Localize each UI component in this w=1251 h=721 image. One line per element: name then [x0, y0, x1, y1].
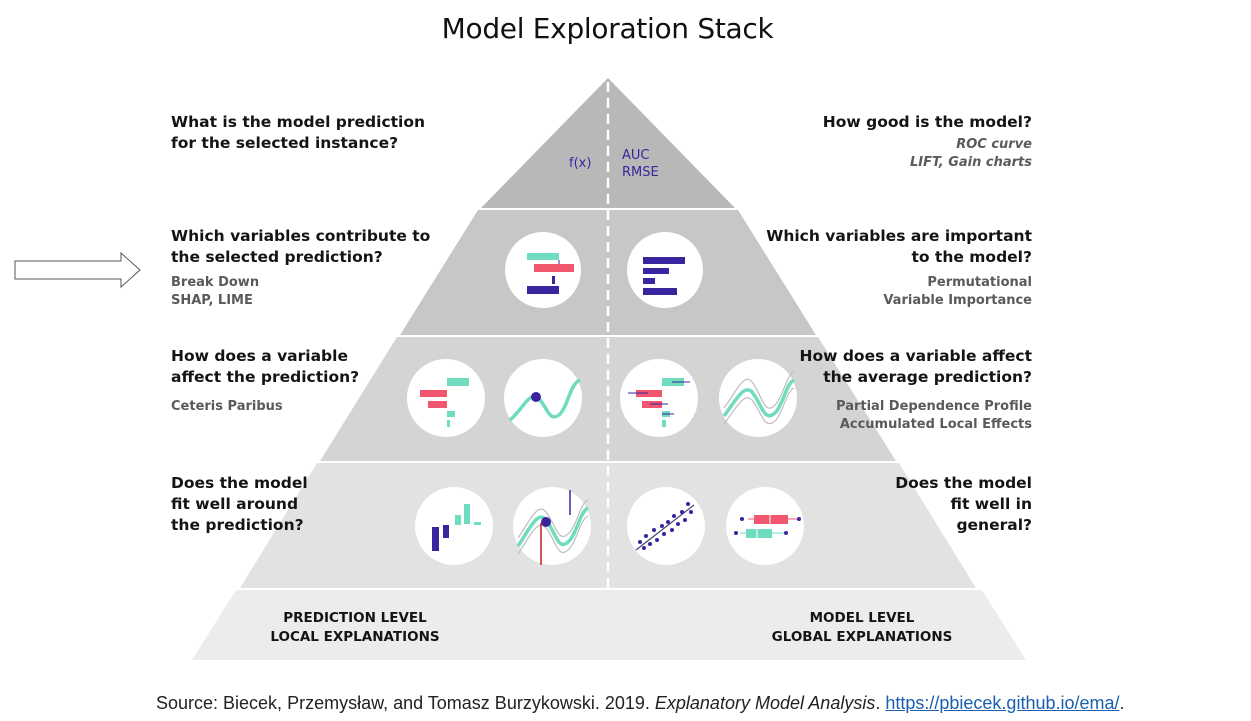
partial-dependence-icon	[719, 359, 797, 437]
right-question-1: How good is the model?	[822, 113, 1032, 131]
break-down-icon	[505, 232, 581, 308]
arrow-right-icon	[14, 251, 141, 289]
ceteris-paribus-bars-icon	[407, 359, 485, 437]
pyramid-layer-2	[400, 210, 816, 335]
pyramid-diagram	[14, 78, 1026, 660]
page-title: Model Exploration Stack	[441, 12, 774, 45]
source-link[interactable]: https://pbiecek.github.io/ema/	[885, 693, 1120, 713]
pyramid-layer-apex	[481, 78, 735, 208]
pyramid-layer-bottom	[192, 590, 1026, 660]
local-fit-bars-icon	[415, 487, 493, 565]
left-methods-3: Ceteris Paribus	[171, 399, 283, 414]
apex-fx-label: f(x)	[569, 156, 592, 171]
average-break-down-icon	[620, 359, 698, 437]
residual-boxplot-icon	[726, 487, 804, 565]
pyramid-layer-4	[240, 463, 976, 588]
local-fit-curve-icon	[513, 487, 591, 565]
residual-scatter-icon	[627, 487, 705, 565]
book-title: Explanatory Model Analysis	[654, 693, 876, 713]
ceteris-paribus-curve-icon	[504, 359, 582, 437]
variable-importance-icon	[627, 232, 703, 308]
source-citation: Source: Biecek, Przemysław, and Tomasz B…	[156, 693, 1125, 713]
